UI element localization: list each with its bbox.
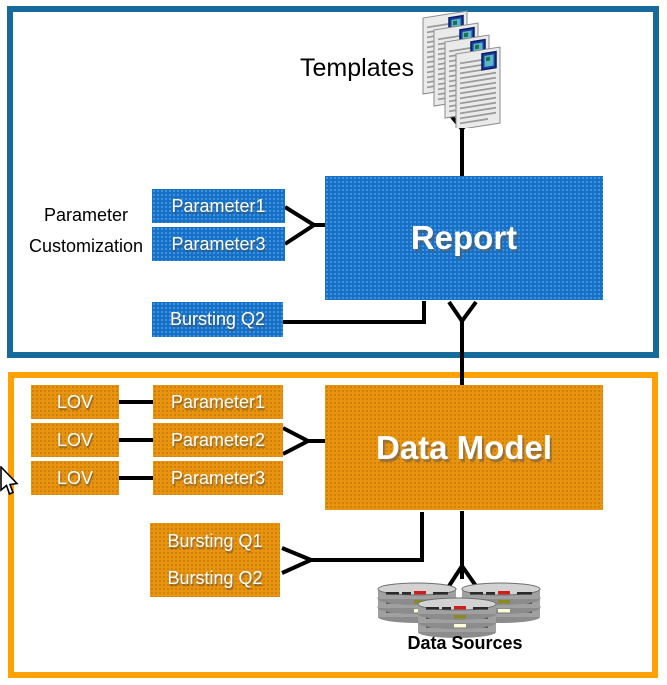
parameter3-box-top: Parameter3 [152, 227, 285, 261]
templates-label: Templates [300, 54, 414, 82]
parameter3-box-bottom: Parameter3 [153, 461, 283, 495]
data-sources-label: Data Sources [407, 633, 523, 653]
data-model-box: Data Model [325, 385, 603, 510]
parameter1-box-bottom: Parameter1 [153, 385, 283, 419]
parameter-customization-line1: Parameter [43, 205, 129, 225]
parameter1-box-top: Parameter1 [152, 189, 285, 223]
mouse-cursor-icon [0, 465, 19, 503]
parameter-customization-line2: Customization [28, 236, 144, 256]
parameter-customization-label: Parameter Customization [20, 200, 152, 262]
bursting-q2-box-top: Bursting Q2 [152, 302, 283, 337]
templates-document-stack-icon [420, 8, 510, 133]
lov-box-3: LOV [31, 461, 119, 495]
lov-box-2: LOV [31, 423, 119, 457]
report-box: Report [325, 176, 603, 300]
data-model-section-frame [8, 372, 658, 678]
bursting-q1-q2-box: Bursting Q1 Bursting Q2 [150, 523, 280, 597]
report-section-frame [7, 6, 659, 358]
lov-box-1: LOV [31, 385, 119, 419]
bursting-q1-label: Bursting Q1 [167, 531, 263, 551]
parameter2-box-bottom: Parameter2 [153, 423, 283, 457]
bursting-q2-label: Bursting Q2 [167, 568, 263, 588]
